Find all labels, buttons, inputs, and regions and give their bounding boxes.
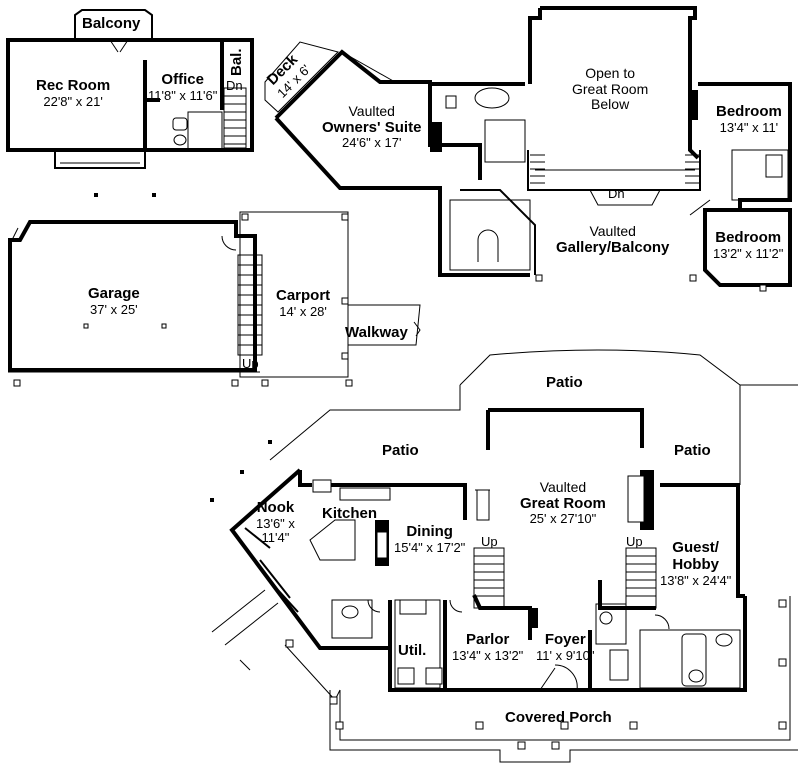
rec-room-stairs [223, 87, 247, 149]
bedroom-1-label: Bedroom 13'4" x 11' [716, 103, 782, 135]
foyer-label: Foyer 11' x 9'10" [536, 631, 595, 663]
gallery-stairs [530, 154, 700, 184]
great-room-label: Vaulted Great Room 25' x 27'10" [520, 479, 606, 527]
rec-room-label: Rec Room 22'8" x 21' [36, 77, 111, 109]
patio-top-label: Patio [546, 374, 583, 391]
office-label: Office 11'8" x 11'6" [148, 71, 218, 103]
patio-left-label: Patio [382, 442, 419, 459]
gallery-balcony-label: Vaulted Gallery/Balcony [556, 223, 670, 256]
patio-right-label: Patio [674, 442, 711, 459]
bal-label: Bal. [228, 48, 245, 76]
dining-label: Dining 15'4" x 17'2" [394, 523, 466, 555]
owners-suite-label: Vaulted Owners' Suite 24'6" x 17' [322, 103, 422, 151]
parlor-label: Parlor 13'4" x 13'2" [452, 631, 524, 663]
garage-up-label: Up [242, 356, 259, 371]
nook-label: Nook 13'6" x 11'4" [256, 499, 295, 546]
upper-floor-walls [264, 6, 792, 287]
gallery-dn-label: Dn [608, 186, 625, 201]
up-left-label: Up [481, 534, 498, 549]
garage-walls [8, 220, 263, 373]
walkway-label: Walkway [345, 324, 408, 341]
carport-outline [239, 211, 421, 378]
guest-hobby-label: Guest/ Hobby 13'8" x 24'4" [660, 539, 732, 588]
garage-label: Garage 37' x 25' [88, 285, 140, 317]
bedroom-2-label: Bedroom 13'2" x 11'2" [713, 229, 784, 261]
rec-dn-label: Dn [226, 78, 243, 93]
carport-label: Carport 14' x 28' [276, 287, 331, 319]
main-stairs-left [472, 489, 538, 640]
util-label: Util. [398, 642, 427, 659]
balcony-label: Balcony [82, 15, 141, 32]
up-right-label: Up [626, 534, 643, 549]
kitchen-label: Kitchen [322, 505, 378, 522]
rec-room-walls [6, 9, 254, 169]
covered-porch-label: Covered Porch [505, 709, 612, 726]
open-to-great-room-label: Open to Great Room Below [572, 65, 649, 113]
main-floor-walls [210, 349, 798, 763]
main-stairs-right [598, 547, 657, 610]
